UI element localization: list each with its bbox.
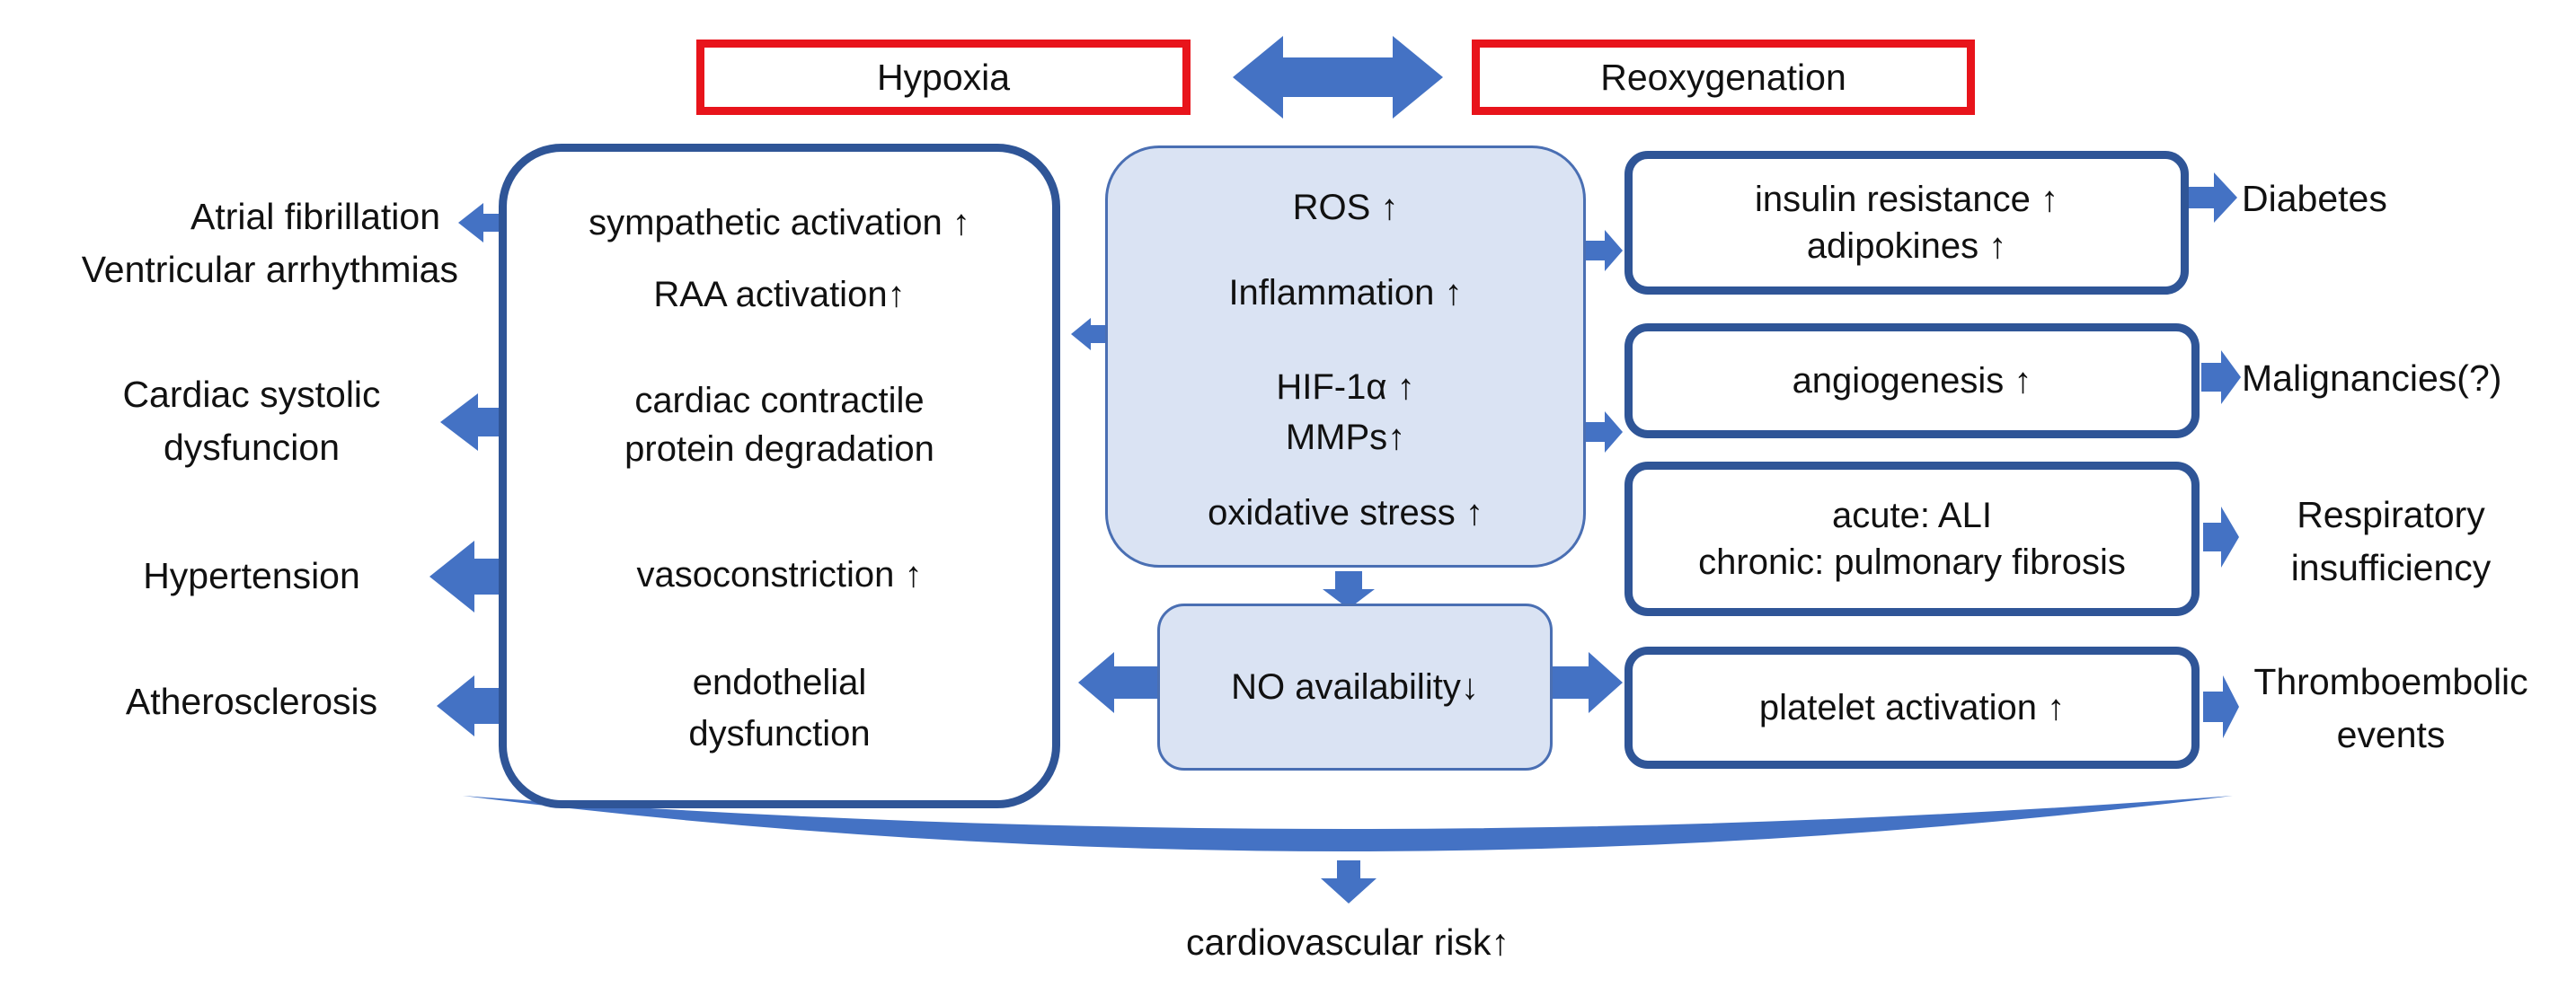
- atherosclerosis-text: Atherosclerosis: [125, 681, 378, 722]
- respiratory-text: Respiratory: [2297, 494, 2485, 535]
- chronic-fibrosis-text: chronic: pulmonary fibrosis: [1698, 542, 2126, 582]
- cardiovascular-mechanisms-box: sympathetic activation ↑ RAA activation↑…: [499, 144, 1060, 808]
- cardiovascular-risk-text: cardiovascular risk↑: [1186, 921, 1509, 963]
- cardiovascular-risk-outcome: cardiovascular risk↑: [1033, 916, 1662, 969]
- ventricular-arrhythmias-text: Ventricular arrhythmias: [81, 249, 458, 291]
- double-arrow-icon: [1233, 36, 1443, 119]
- arrow-right-thrombo-icon: [2203, 675, 2239, 738]
- hypertension-outcome: Hypertension: [72, 550, 431, 603]
- reoxygenation-label: Reoxygenation: [1600, 56, 1846, 98]
- arrow-left-arrhythmia-icon: [458, 203, 501, 242]
- thromboembolic-outcome: Thromboembolic events: [2243, 656, 2539, 762]
- endothelial-dysfunction-text-2: dysfunction: [688, 714, 871, 754]
- sympathetic-activation-text: sympathetic activation ↑: [589, 203, 970, 242]
- bottom-bracket-icon: [463, 796, 2233, 851]
- raa-activation-text: RAA activation↑: [653, 275, 906, 314]
- malignancies-text: Malignancies(?): [2242, 357, 2502, 399]
- arrow-no-to-right-icon: [1551, 652, 1623, 713]
- hypertension-text: Hypertension: [143, 555, 360, 596]
- diabetes-outcome: Diabetes: [2242, 172, 2421, 225]
- arrow-left-hypertension-icon: [429, 541, 501, 613]
- platelet-box: platelet activation ↑: [1624, 647, 2200, 769]
- arrow-left-systolic-icon: [440, 393, 501, 451]
- contractile-degradation-text-2: protein degradation: [624, 429, 934, 469]
- adipokines-text: adipokines ↑: [1806, 226, 2007, 266]
- thromboembolic-text: Thromboembolic: [2253, 661, 2528, 702]
- contractile-degradation-text-1: cardiac contractile: [634, 381, 925, 420]
- arrow-center-to-angiogenesis-icon: [1585, 411, 1623, 453]
- systolic-dysfunction-outcome: Cardiac systolic dysfuncion: [72, 368, 431, 475]
- hypoxia-box: Hypoxia: [696, 40, 1191, 115]
- molecular-mediators-box: ROS ↑ Inflammation ↑ HIF-1α ↑ MMPs↑ oxid…: [1105, 145, 1586, 568]
- arrow-right-diabetes-icon: [2189, 172, 2237, 223]
- cardiac-systolic-text: Cardiac systolic: [122, 374, 381, 415]
- arrow-right-respiratory-icon: [2203, 507, 2239, 568]
- atrial-fibrillation-text: Atrial fibrillation: [190, 196, 440, 237]
- hif-text: HIF-1α ↑: [1276, 367, 1415, 407]
- respiratory-outcome: Respiratory insufficiency: [2243, 489, 2539, 595]
- events-text: events: [2336, 714, 2446, 756]
- endothelial-dysfunction-text-1: endothelial: [692, 663, 867, 702]
- insufficiency-text: insufficiency: [2290, 547, 2492, 589]
- arrow-center-to-metabolic-icon: [1585, 230, 1623, 271]
- arrow-center-to-left-icon: [1071, 318, 1107, 350]
- angiogenesis-box: angiogenesis ↑: [1624, 323, 2200, 438]
- dysfuncion-text: dysfuncion: [163, 427, 340, 469]
- hypoxia-label: Hypoxia: [876, 56, 1011, 98]
- ros-text: ROS ↑: [1292, 188, 1399, 227]
- platelet-activation-text: platelet activation ↑: [1758, 688, 2066, 727]
- arrow-no-to-left-icon: [1078, 652, 1159, 713]
- oxidative-stress-text: oxidative stress ↑: [1208, 493, 1483, 533]
- reoxygenation-box: Reoxygenation: [1472, 40, 1975, 115]
- vasoconstriction-text: vasoconstriction ↑: [636, 555, 923, 595]
- lung-injury-box: acute: ALI chronic: pulmonary fibrosis: [1624, 462, 2200, 616]
- inflammation-text: Inflammation ↑: [1228, 273, 1463, 313]
- diabetes-text: Diabetes: [2242, 178, 2387, 219]
- metabolic-box: insulin resistance ↑ adipokines ↑: [1624, 151, 2189, 295]
- malignancies-outcome: Malignancies(?): [2242, 352, 2547, 405]
- arrow-left-atherosclerosis-icon: [437, 675, 501, 736]
- arrow-down-cv-risk-icon: [1321, 860, 1377, 903]
- arrow-right-malignancies-icon: [2201, 350, 2241, 404]
- insulin-resistance-text: insulin resistance ↑: [1755, 180, 2058, 219]
- atherosclerosis-outcome: Atherosclerosis: [72, 675, 431, 728]
- arrhythmia-outcome: Atrial fibrillation Ventricular arrhythm…: [0, 190, 458, 297]
- mmps-text: MMPs↑: [1285, 418, 1406, 457]
- arrow-center-down-icon: [1323, 571, 1375, 609]
- no-availability-text: NO availability↓: [1231, 667, 1479, 707]
- acute-ali-text: acute: ALI: [1832, 496, 1992, 535]
- angiogenesis-text: angiogenesis ↑: [1792, 361, 2032, 401]
- no-availability-box: NO availability↓: [1157, 604, 1553, 771]
